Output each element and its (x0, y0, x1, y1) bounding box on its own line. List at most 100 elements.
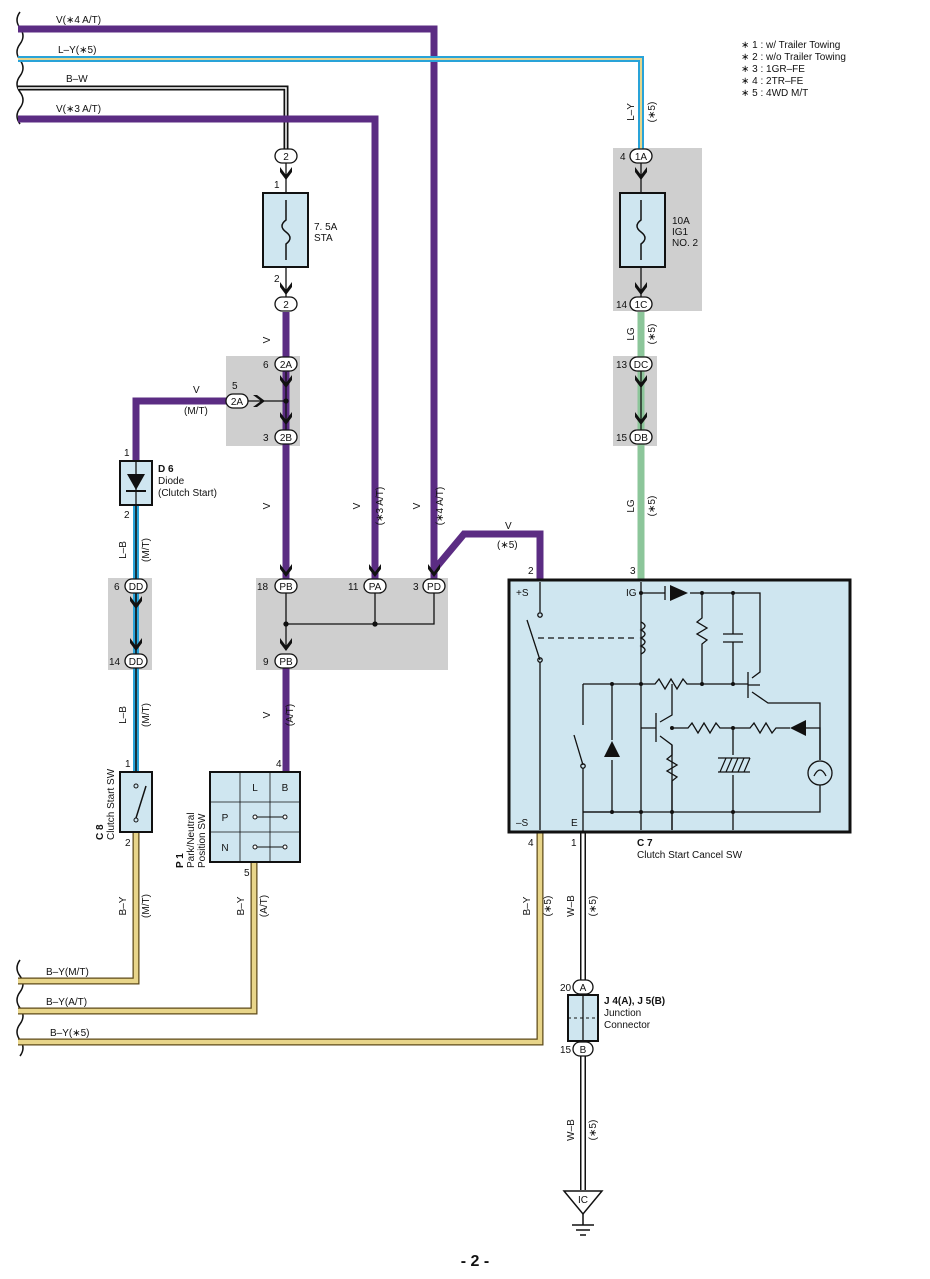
svg-text:STA: STA (314, 233, 333, 244)
svg-text:B: B (580, 1045, 587, 1056)
svg-text:V: V (262, 336, 273, 343)
svg-text:Park/Neutral: Park/Neutral (186, 812, 197, 868)
svg-text:V(∗4 A/T): V(∗4 A/T) (56, 15, 101, 26)
svg-text:∗ 2 : w/o Trailer Towing: ∗ 2 : w/o Trailer Towing (741, 52, 846, 63)
svg-text:J 4(A), J 5(B): J 4(A), J 5(B) (604, 996, 665, 1007)
svg-text:IG1: IG1 (672, 227, 689, 238)
svg-text:4: 4 (276, 759, 282, 770)
svg-text:1: 1 (571, 838, 577, 849)
svg-text:5: 5 (232, 381, 238, 392)
svg-text:B–Y(M/T): B–Y(M/T) (46, 967, 89, 978)
svg-text:(∗4 A/T): (∗4 A/T) (435, 487, 446, 525)
svg-text:V: V (412, 502, 423, 509)
clutch-start-cancel-sw-c7: +S IG –S E (507, 578, 852, 861)
svg-text:(Clutch Start): (Clutch Start) (158, 488, 217, 499)
svg-text:P: P (222, 813, 229, 824)
svg-text:2: 2 (283, 152, 289, 163)
svg-text:PD: PD (427, 582, 441, 593)
svg-text:B–Y: B–Y (236, 896, 247, 915)
svg-text:B–W: B–W (66, 74, 88, 85)
svg-text:P 1: P 1 (175, 853, 186, 868)
svg-text:IC: IC (578, 1195, 588, 1206)
wire-ly-5 (18, 56, 644, 150)
svg-text:15: 15 (616, 433, 628, 444)
svg-text:DD: DD (129, 582, 143, 593)
connector-dd-bottom: DD (124, 653, 148, 669)
svg-text:B: B (282, 783, 289, 794)
svg-text:4: 4 (620, 152, 626, 163)
svg-text:6: 6 (263, 360, 269, 371)
svg-text:B–Y(∗5): B–Y(∗5) (50, 1028, 90, 1039)
svg-text:∗ 1 : w/ Trailer Towing: ∗ 1 : w/ Trailer Towing (741, 40, 840, 51)
svg-text:(∗5): (∗5) (588, 1120, 599, 1141)
bottom-wire-labels: B–Y(M/T) B–Y(A/T) B–Y(∗5) (46, 967, 90, 1039)
svg-text:1C: 1C (635, 300, 648, 311)
svg-text:D 6: D 6 (158, 464, 174, 475)
svg-text:7. 5A: 7. 5A (314, 222, 338, 233)
svg-text:15: 15 (560, 1045, 572, 1056)
svg-text:A: A (580, 983, 587, 994)
ground-ic: IC (562, 1190, 604, 1236)
svg-text:2A: 2A (231, 397, 244, 408)
wire-by-mt (18, 832, 140, 985)
pin-numbers: 1 2 6 5 3 18 11 3 9 6 14 1 2 1 2 4 5 4 1… (109, 152, 636, 1056)
svg-text:11: 11 (348, 582, 359, 593)
svg-text:+S: +S (516, 588, 529, 599)
svg-text:∗ 5 : 4WD M/T: ∗ 5 : 4WD M/T (741, 88, 808, 99)
svg-text:V: V (505, 521, 512, 532)
svg-text:18: 18 (257, 582, 269, 593)
connector-2-bottom: 2 (274, 296, 298, 312)
connector-pd: PD (422, 578, 446, 594)
connector-2a-left: 2A (225, 393, 249, 409)
svg-text:20: 20 (560, 983, 572, 994)
wire-bw (18, 85, 289, 152)
svg-text:5: 5 (244, 868, 250, 879)
clutch-start-sw-c8: C 8 Clutch Start SW (95, 768, 153, 840)
svg-text:2: 2 (125, 838, 131, 849)
connector-1a: 1A (629, 148, 653, 164)
svg-text:14: 14 (616, 300, 628, 311)
svg-text:V: V (193, 385, 200, 396)
svg-text:Connector: Connector (604, 1020, 651, 1031)
terminal-chevrons (130, 167, 647, 651)
svg-text:9: 9 (263, 657, 269, 668)
svg-text:3: 3 (413, 582, 419, 593)
svg-text:L: L (252, 783, 258, 794)
svg-text:(∗3 A/T): (∗3 A/T) (375, 487, 386, 525)
svg-text:14: 14 (109, 657, 121, 668)
svg-text:(∗5): (∗5) (647, 102, 658, 123)
legend: ∗ 1 : w/ Trailer Towing ∗ 2 : w/o Traile… (741, 40, 846, 99)
svg-text:(∗5): (∗5) (647, 324, 658, 345)
svg-text:PB: PB (279, 657, 293, 668)
svg-text:LG: LG (626, 327, 637, 341)
connector-pills: 2 2 2A 2A 2B PB PA PD PB DD DD 1A 1C DC … (124, 148, 653, 1057)
svg-text:L–Y: L–Y (626, 103, 637, 121)
svg-text:∗ 4 : 2TR–FE: ∗ 4 : 2TR–FE (741, 76, 804, 87)
wire-v-mt-d6 (132, 397, 228, 462)
connector-pa: PA (363, 578, 387, 594)
connector-2a-top: 2A (274, 356, 298, 372)
wire-v-4at (18, 25, 438, 592)
svg-text:(A/T): (A/T) (285, 704, 296, 726)
park-neutral-sw-p1: L B P N P 1 Park/Neutral Position SW (175, 771, 301, 868)
svg-text:(A/T): (A/T) (259, 895, 270, 917)
fuse-sta: 7. 5A STA (262, 192, 338, 268)
connector-dc: DC (629, 356, 653, 372)
wire-color-labels: V V (M/T) V V (∗3 A/T) V (∗4 A/T) V (∗5)… (118, 102, 658, 1141)
diode-d6: D 6 Diode (Clutch Start) (119, 460, 217, 506)
svg-text:L–B: L–B (118, 706, 129, 724)
top-wire-labels: V(∗4 A/T) L–Y(∗5) B–W V(∗3 A/T) (56, 15, 101, 115)
svg-text:V: V (262, 711, 273, 718)
connector-1c: 1C (629, 296, 653, 312)
connector-2b: 2B (274, 429, 298, 445)
svg-text:4: 4 (528, 838, 534, 849)
svg-text:2A: 2A (280, 360, 293, 371)
svg-text:Position SW: Position SW (197, 813, 208, 868)
svg-text:NO. 2: NO. 2 (672, 238, 699, 249)
svg-text:IG: IG (626, 588, 637, 599)
svg-text:W–B: W–B (566, 1119, 577, 1141)
svg-text:6: 6 (114, 582, 120, 593)
svg-text:L–B: L–B (118, 541, 129, 559)
